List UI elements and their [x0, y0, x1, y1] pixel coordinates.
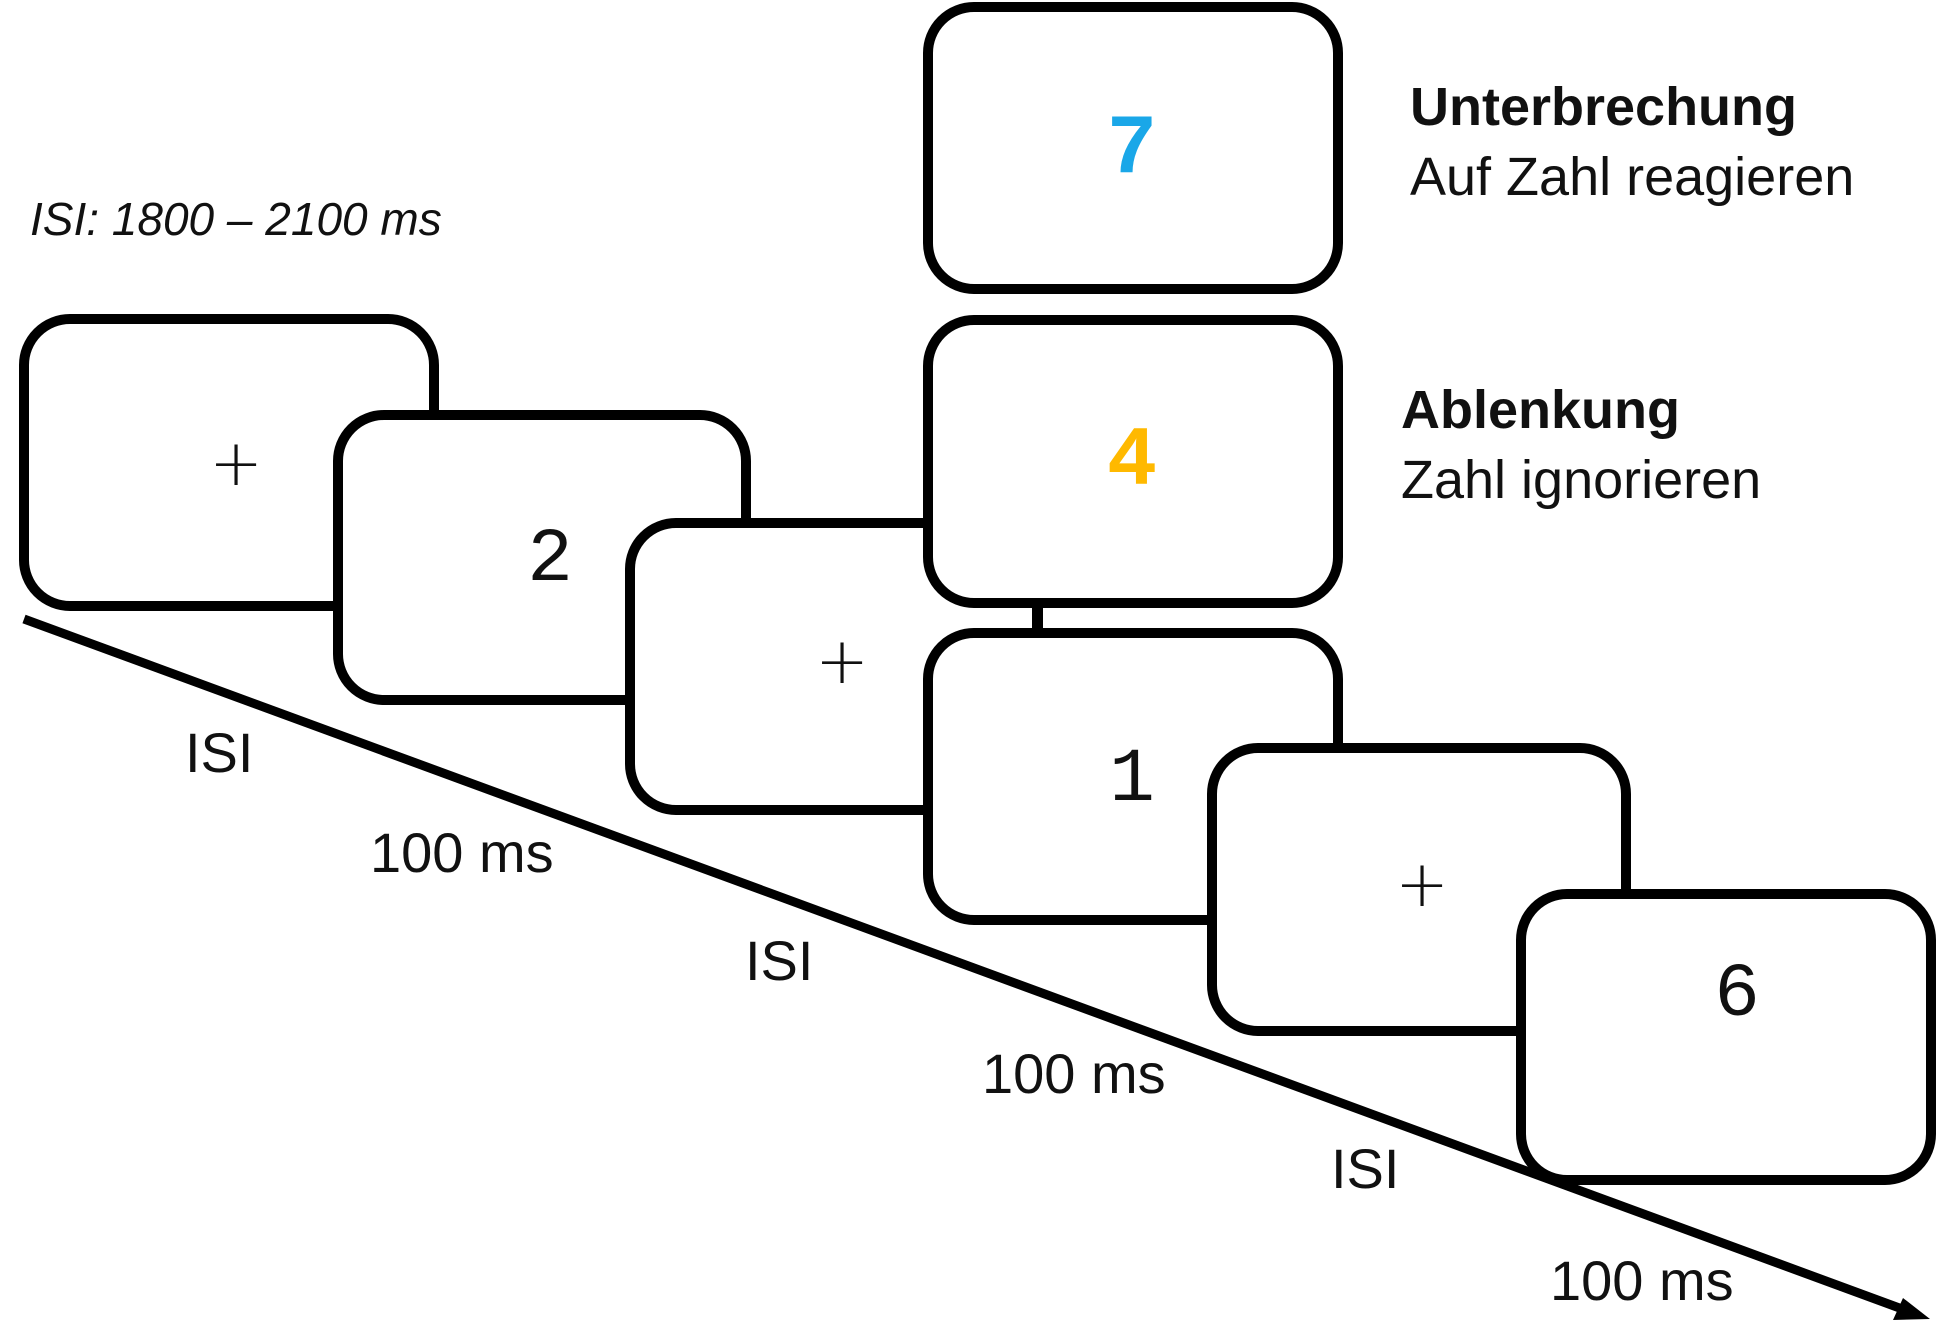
fixation-cross-3: +	[815, 625, 869, 699]
timeline-label-isi-3: ISI	[1331, 1137, 1399, 1200]
distraction-instruction: Zahl ignorieren	[1401, 450, 1761, 510]
fixation-cross-1: +	[209, 427, 263, 501]
fixation-cross-5: +	[1395, 848, 1449, 922]
timeline-label-duration-2: 100 ms	[982, 1042, 1166, 1105]
timeline-label-isi-1: ISI	[185, 721, 253, 784]
isi-range-label: ISI: 1800 – 2100 ms	[30, 193, 442, 245]
interruption-instruction: Auf Zahl reagieren	[1410, 147, 1854, 207]
timeline-arrowhead	[1893, 1298, 1930, 1320]
stimulus-digit-2: 2	[527, 517, 573, 603]
stimulus-screen-6	[1516, 889, 1936, 1185]
distraction-screen	[923, 315, 1343, 608]
timeline-label-duration-3: 100 ms	[1550, 1249, 1734, 1312]
interruption-title: Unterbrechung	[1410, 77, 1797, 137]
distraction-digit: 4	[1107, 415, 1157, 510]
timeline-label-isi-2: ISI	[745, 929, 813, 992]
interruption-screen	[923, 2, 1343, 294]
interruption-digit: 7	[1107, 103, 1157, 198]
distraction-title: Ablenkung	[1401, 380, 1680, 440]
timeline-axis	[22, 614, 1907, 1315]
timeline-label-duration-1: 100 ms	[370, 821, 554, 884]
stimulus-digit-1: 1	[1109, 737, 1155, 823]
stimulus-digit-6: 6	[1714, 952, 1760, 1038]
